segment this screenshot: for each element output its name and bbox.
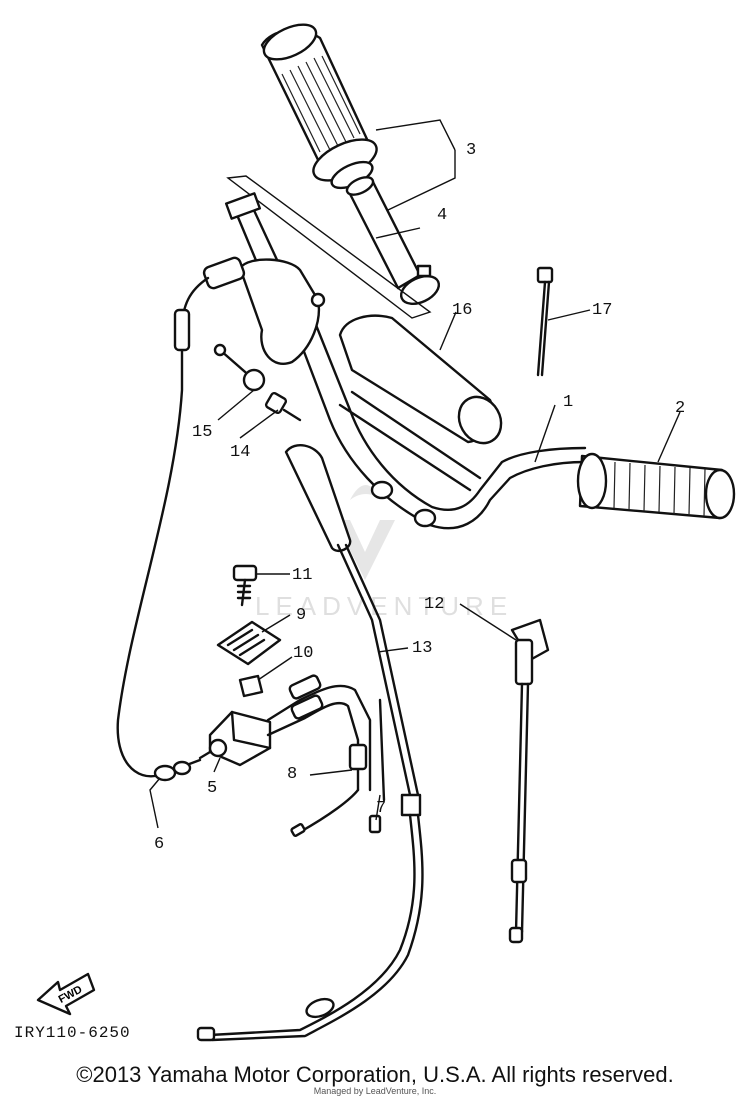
part-14-adjuster bbox=[264, 391, 302, 422]
parts-diagram: LEADVENTURE bbox=[36, 23, 736, 1042]
callout-17: 17 bbox=[592, 301, 612, 320]
callout-7: 7 bbox=[376, 799, 386, 818]
part-13-brake-cable bbox=[196, 444, 424, 1042]
callout-8: 8 bbox=[287, 765, 297, 784]
part-10-clip bbox=[238, 674, 264, 698]
leader-lines bbox=[149, 119, 681, 829]
callout-15: 15 bbox=[192, 423, 212, 442]
watermark-text: LEADVENTURE bbox=[255, 591, 513, 621]
part-4-throttle-tube bbox=[345, 176, 441, 305]
part-7-8-sub-cables bbox=[266, 674, 386, 837]
credit-line: Managed by LeadVenture, Inc. bbox=[313, 1086, 437, 1096]
throttle-housing bbox=[202, 256, 326, 365]
part-5-junction-block bbox=[198, 710, 272, 767]
callout-4: 4 bbox=[437, 206, 447, 225]
part-3-left-grip bbox=[260, 23, 378, 190]
callout-5: 5 bbox=[207, 779, 217, 798]
part-17-cable-tie bbox=[536, 266, 554, 377]
part-15-bolt bbox=[213, 343, 266, 392]
part-9-plate bbox=[216, 620, 282, 666]
part-11-screw bbox=[232, 564, 258, 607]
callout-13: 13 bbox=[412, 639, 432, 658]
callout-labels: 1 2 3 4 5 6 7 8 9 10 11 12 13 14 15 16 1… bbox=[154, 141, 685, 854]
fwd-arrow-icon: FWD bbox=[36, 972, 96, 1016]
callout-10: 10 bbox=[293, 644, 313, 663]
callout-16: 16 bbox=[452, 301, 472, 320]
watermark-logo: LEADVENTURE bbox=[255, 485, 513, 621]
callout-14: 14 bbox=[230, 443, 250, 462]
callout-12: 12 bbox=[424, 595, 444, 614]
part-2-right-grip bbox=[576, 452, 736, 520]
callout-3: 3 bbox=[466, 141, 476, 160]
part-6-throttle-cable bbox=[116, 276, 210, 782]
copyright-notice: ©2013 Yamaha Motor Corporation, U.S.A. A… bbox=[76, 1062, 674, 1087]
callout-2: 2 bbox=[675, 399, 685, 418]
callout-11: 11 bbox=[292, 566, 312, 585]
reference-code: IRY110-6250 bbox=[14, 1024, 131, 1042]
part-16-handlebar-pad bbox=[338, 314, 503, 445]
callout-1: 1 bbox=[563, 393, 573, 412]
callout-9: 9 bbox=[296, 606, 306, 625]
part-12-clutch-cable bbox=[508, 618, 550, 944]
callout-6: 6 bbox=[154, 835, 164, 854]
